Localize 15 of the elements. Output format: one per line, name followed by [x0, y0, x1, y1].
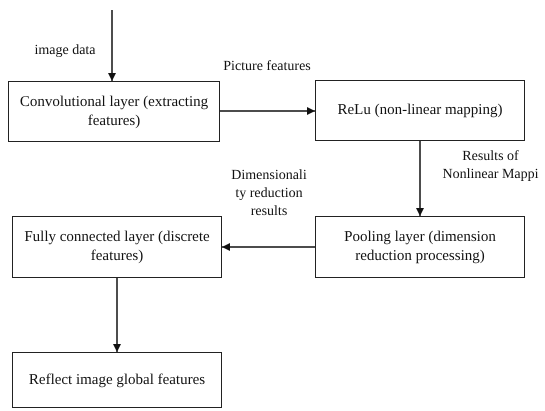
box-label: ReLu (non-linear mapping)	[338, 101, 502, 120]
process-box	[315, 80, 525, 141]
process-box	[12, 352, 222, 408]
arrow	[222, 243, 315, 251]
process-box	[12, 216, 222, 278]
arrow	[220, 107, 315, 115]
box-label: Convolutional layer (extracting features)	[18, 92, 210, 130]
process-box	[315, 216, 525, 278]
box-label: Reflect image global features	[28, 370, 206, 390]
arrow	[416, 141, 424, 216]
arrow	[113, 278, 121, 352]
process-box	[8, 81, 220, 142]
arrow	[108, 10, 116, 81]
box-label: Fully connected layer (discrete features)	[23, 228, 211, 266]
box-label: Pooling layer (dimension reduction processing)	[343, 228, 497, 266]
